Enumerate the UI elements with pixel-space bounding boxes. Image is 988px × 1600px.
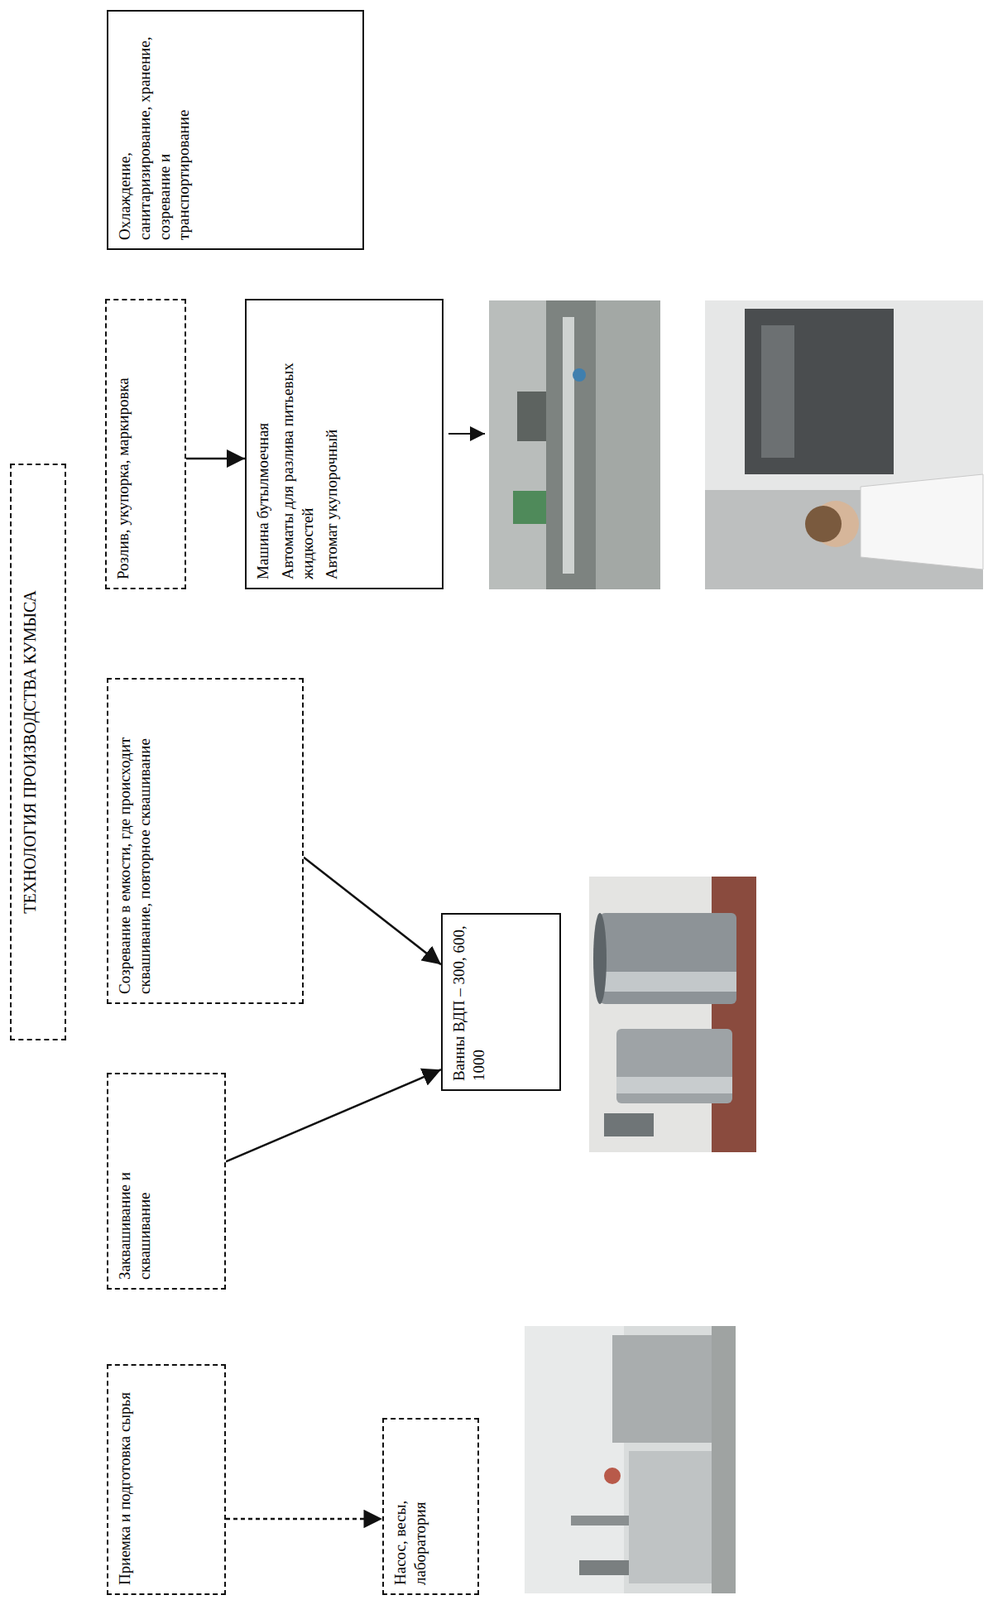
process-box: Розлив, укупорка, маркировка (105, 298, 187, 590)
flow-arrow (186, 457, 245, 461)
process-box: Приемка и подготовка сырья (106, 1363, 226, 1595)
box-text: Созревание в емкости, где происходит скв… (115, 687, 155, 994)
process-box: Охлаждение, санитаризирование, хранение,… (106, 9, 365, 250)
bottling-photo (489, 300, 661, 590)
box-text: Розлив, укупорка, маркировка (113, 308, 134, 580)
lab-photo (524, 1325, 736, 1593)
box-text: Приемка и подготовка сырья (115, 1373, 135, 1585)
box-text: Автоматы для разлива питьевых жидкостей (278, 308, 318, 580)
flow-arrow (303, 857, 442, 965)
box-text: Машина бутылмоечная (253, 308, 274, 580)
box-text: Насос, весы, лаборатория (390, 1427, 431, 1585)
title-box: ТЕХНОЛОГИЯ ПРОИЗВОДСТВА КУМЫСА (9, 463, 67, 1041)
process-box: Насос, весы, лаборатория (382, 1417, 480, 1595)
process-box: Заквашивание и сквашивание (106, 1072, 226, 1290)
process-box: Ванны ВДП – 300, 600, 1000 (441, 912, 562, 1091)
leader-arrow (448, 432, 485, 435)
flow-arrow (225, 1517, 383, 1521)
flow-arrow (225, 1069, 442, 1161)
process-box: Машина бутылмоечнаяАвтоматы для разлива … (244, 298, 444, 590)
box-text: Ванны ВДП – 300, 600, 1000 (449, 922, 490, 1081)
worker-photo (705, 300, 984, 590)
tanks-photo (589, 876, 757, 1152)
process-box: Созревание в емкости, где происходит скв… (106, 677, 304, 1004)
box-text: Охлаждение, санитаризирование, хранение,… (115, 19, 194, 240)
box-text: Заквашивание и сквашивание (115, 1082, 155, 1280)
box-text: Автомат укупорочный (321, 308, 342, 580)
